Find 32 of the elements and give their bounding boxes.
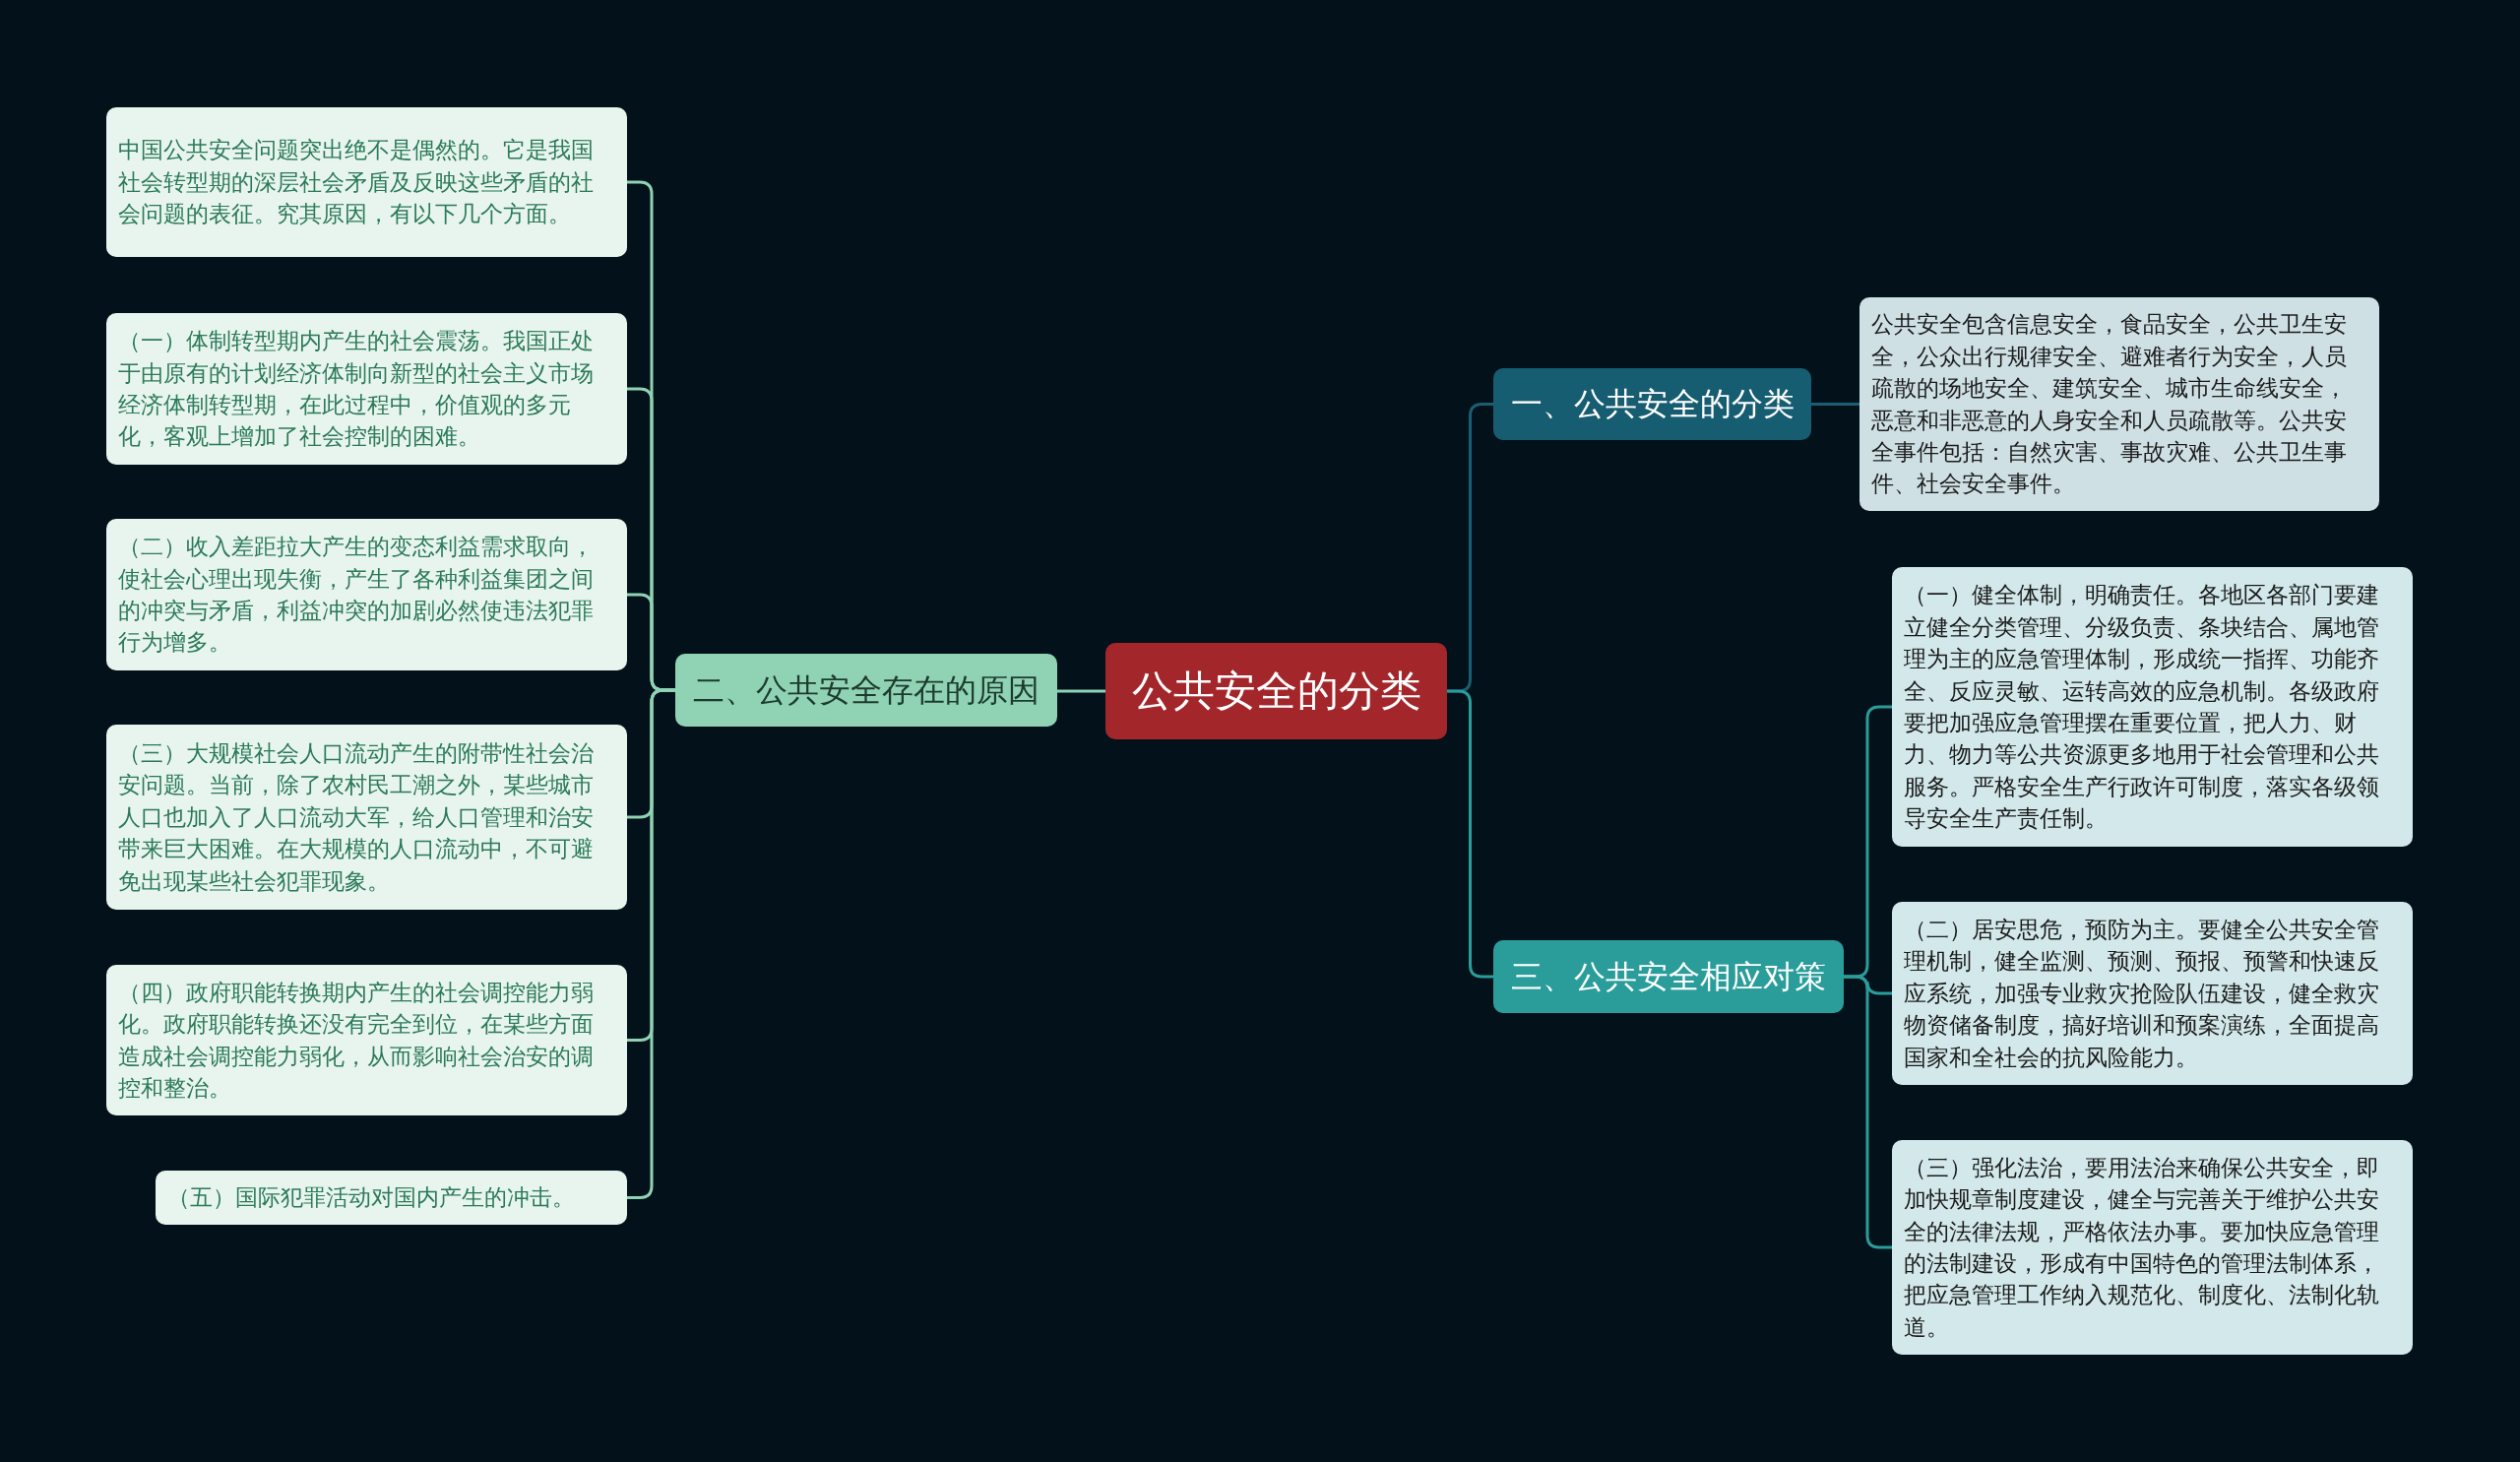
topic-text: 一、公共安全的分类 bbox=[1510, 385, 1795, 423]
topic-text: 中国公共安全问题突出绝不是偶然的。它是我国社会转型期的深层社会矛盾及反映这些矛盾的社会问题的表征。究其原因，有以下几个方面。 bbox=[118, 136, 595, 229]
topic-text: 三、公共安全相应对策 bbox=[1511, 957, 1826, 996]
note-card bbox=[106, 519, 627, 670]
note-card bbox=[106, 313, 627, 465]
topic-text: （一）健全体制，明确责任。各地区各部门要建立健全分类管理、分级负责、条块结合、属地管理为主的应急管理体制，形成统一指挥、功能齐全、反应灵敏、运转高效的应急机制。各级政府要把加强应急管理摆在重要位置，把人力、财力、物力等公共资源更多地用于社会管理和公共服务。严格安全生产行政许可制度，落实各级领导安全生产责任制。 bbox=[1904, 581, 2380, 834]
connector-line bbox=[1057, 689, 1105, 693]
topic-text: （三）大规模社会人口流动产生的附带性社会治安问题。当前，除了农村民工潮之外，某些城市人口也加入了人口流动大军，给人口管理和治安带来巨大困难。在大规模的人口流动中，不可避免出现某些社会犯罪现象。 bbox=[118, 738, 595, 896]
branch-topic bbox=[1493, 940, 1844, 1013]
connector-line bbox=[1844, 975, 1892, 1249]
note-card bbox=[1892, 1140, 2413, 1355]
topic-text: 二、公共安全存在的原因 bbox=[693, 670, 1040, 710]
note-card bbox=[106, 107, 627, 257]
note-card bbox=[1892, 567, 2413, 847]
connector-line bbox=[1447, 689, 1493, 979]
topic-text: 公共安全的分类 bbox=[1131, 666, 1421, 717]
central-topic bbox=[1105, 643, 1447, 739]
topic-text: （五）国际犯罪活动对国内产生的冲击。 bbox=[167, 1183, 575, 1213]
topic-text: （三）强化法治，要用法治来确保公共安全，即加快规章制度建设，健全与完善关于维护公共安全的法律法规，严格依法办事。要加快应急管理的法制建设，形成有中国特色的管理法制体系，把应急管理工作纳入规范化、制度化、法制化轨道。 bbox=[1904, 1153, 2380, 1342]
connector-line bbox=[1811, 403, 1859, 406]
branch-topic bbox=[675, 654, 1057, 727]
topic-text: （四）政府职能转换期内产生的社会调控能力弱化。政府职能转换还没有完全到位，在某些方面造成社会调控能力弱化，从而影响社会治安的调控和整治。 bbox=[118, 978, 595, 1103]
topic-text: 公共安全包含信息安全，食品安全，公共卫生安全，公众出行规律安全、避难者行为安全，人员疏散的场地安全、建筑安全、城市生命线安全，恶意和非恶意的人身安全和人员疏散等。公共安全事件包括：自然灾害、事故灾难、公共卫生事件、社会安全事件。 bbox=[1871, 310, 2348, 499]
topic-text: （二）居安思危，预防为主。要健全公共安全管理机制，健全监测、预测、预报、预警和快速反应系统，加强专业救灾抢险队伍建设，健全救灾物资储备制度，搞好培训和预案演练，全面提高国家和全社会的抗风险能力。 bbox=[1904, 915, 2380, 1072]
topic-text: （二）收入差距拉大产生的变态利益需求取向，使社会心理出现失衡，产生了各种利益集团之间的冲突与矛盾，利益冲突的加剧必然使违法犯罪行为增多。 bbox=[118, 533, 595, 658]
note-card bbox=[106, 725, 627, 910]
note-card bbox=[1859, 297, 2379, 511]
note-card bbox=[106, 965, 627, 1115]
note-card bbox=[1892, 902, 2413, 1085]
note-card bbox=[156, 1171, 627, 1225]
topic-text: （一）体制转型期内产生的社会震荡。我国正处于由原有的计划经济体制向新型的社会主义市场经济体制转型期，在此过程中，价值观的多元化，客观上增加了社会控制的困难。 bbox=[118, 327, 595, 452]
branch-topic bbox=[1493, 368, 1811, 440]
